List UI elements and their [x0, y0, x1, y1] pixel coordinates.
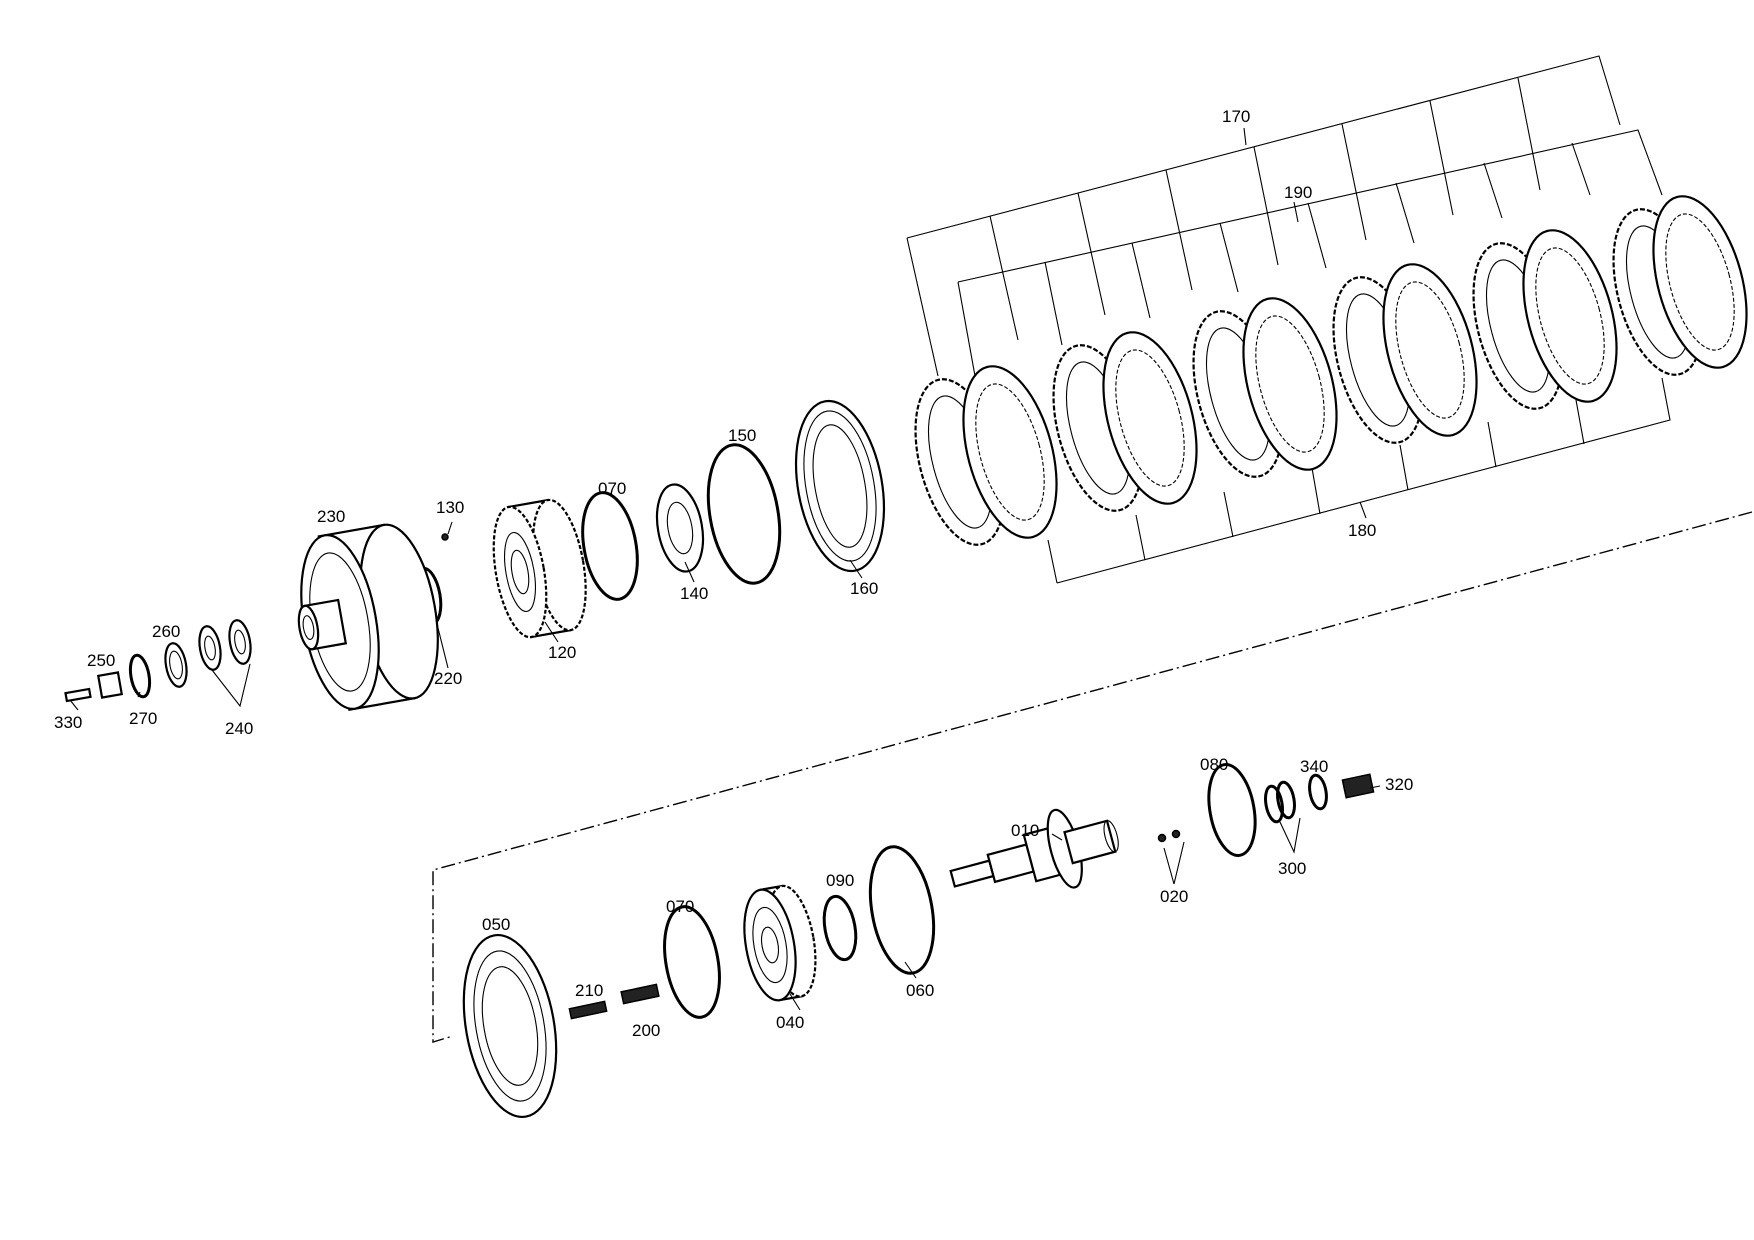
part-200-spring: [620, 983, 660, 1005]
part-090-ring: [822, 894, 858, 962]
label-120: 120: [548, 643, 576, 662]
label-320: 320: [1385, 775, 1413, 794]
part-340-ring: [1308, 773, 1328, 811]
label-020: 020: [1160, 887, 1188, 906]
label-300: 300: [1278, 859, 1306, 878]
bracket-180: [1047, 377, 1671, 584]
part-120-clutch-hub: [492, 498, 587, 639]
label-060: 060: [906, 981, 934, 1000]
assembly-axis-line: [432, 511, 1753, 1043]
label-340: 340: [1300, 757, 1328, 776]
label-260: 260: [152, 622, 180, 641]
part-040-spring-carrier: [743, 884, 817, 1002]
bracket-190: [957, 129, 1663, 377]
bracket-170: [906, 55, 1621, 377]
label-170: 170: [1222, 107, 1250, 126]
part-070-ring-lower: [663, 905, 721, 1019]
label-230: 230: [317, 507, 345, 526]
label-050: 050: [482, 915, 510, 934]
clutch-plate-stack: [914, 195, 1748, 546]
part-080-ring: [1207, 763, 1257, 857]
label-130: 130: [436, 498, 464, 517]
leader-lines: [69, 127, 1381, 1011]
label-070-lower: 070: [666, 897, 694, 916]
part-230-clutch-housing: [297, 523, 439, 711]
part-050-piston: [462, 933, 558, 1119]
label-160: 160: [850, 579, 878, 598]
part-250-bushing: [96, 671, 124, 699]
label-330: 330: [54, 713, 82, 732]
label-270: 270: [129, 709, 157, 728]
part-020-balls: [1157, 829, 1181, 843]
part-labels: 170 190 180 230 130 070 150 140 160 120 …: [54, 107, 1413, 1040]
label-070-upper: 070: [598, 479, 626, 498]
label-250: 250: [87, 651, 115, 670]
part-150-ring: [706, 443, 782, 585]
part-260-washer: [164, 642, 188, 688]
label-180: 180: [1348, 521, 1376, 540]
label-150: 150: [728, 426, 756, 445]
part-300-seal-rings: [1264, 780, 1296, 824]
part-140-washer: [655, 483, 705, 573]
label-140: 140: [680, 584, 708, 603]
part-130-pin: [441, 533, 449, 541]
part-320-sleeve: [1341, 773, 1375, 799]
label-190: 190: [1284, 183, 1312, 202]
label-240: 240: [225, 719, 253, 738]
label-040: 040: [776, 1013, 804, 1032]
part-070-ring-upper: [581, 491, 639, 601]
label-010: 010: [1011, 821, 1039, 840]
label-220: 220: [434, 669, 462, 688]
label-200: 200: [632, 1021, 660, 1040]
part-210-spring: [568, 1000, 608, 1020]
part-330-pin: [64, 687, 92, 703]
label-090: 090: [826, 871, 854, 890]
part-160-piston-plate: [794, 399, 886, 573]
label-080: 080: [1200, 755, 1228, 774]
part-010-shaft: [949, 808, 1119, 889]
part-240-bearings: [198, 619, 252, 671]
part-270-ring: [128, 653, 152, 699]
part-060-snap-ring: [868, 845, 936, 975]
label-210: 210: [575, 981, 603, 1000]
